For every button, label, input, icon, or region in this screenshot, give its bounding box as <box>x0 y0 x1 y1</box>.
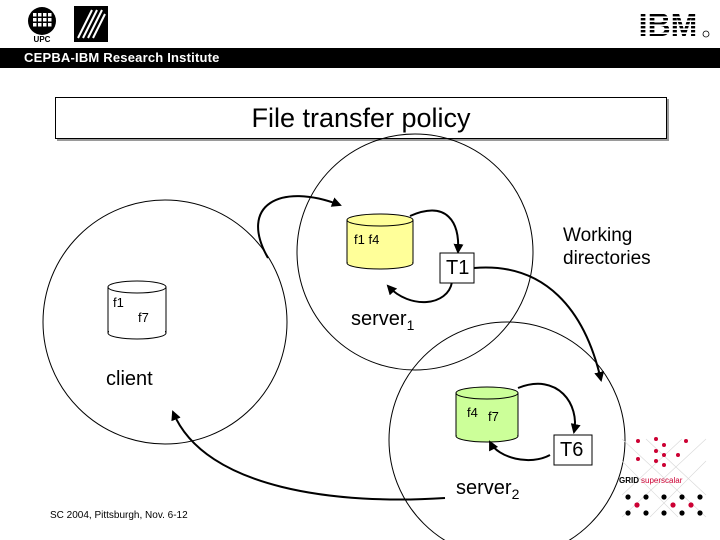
ibm-logo: IBM <box>639 7 710 43</box>
client-storage <box>107 280 167 340</box>
ibm-logo-text: IBM <box>639 7 698 43</box>
task-t6-label: T6 <box>560 439 584 461</box>
server2-file-f7: f7 <box>488 409 499 424</box>
server1-label-text: server <box>351 308 407 330</box>
server2-file-f4: f4 <box>467 405 478 420</box>
cepba-logo <box>74 6 108 42</box>
grid-logo-superscalar-text: superscalar <box>641 476 683 485</box>
server2-node <box>388 321 626 540</box>
server1-label: server1 <box>351 308 414 333</box>
title-box: File transfer policy <box>55 97 667 139</box>
task-t6-box <box>553 434 593 466</box>
arrow-t1-to-storage1 <box>386 281 453 303</box>
task-t1-label: T1 <box>446 257 470 279</box>
header-bar: CEPBA-IBM Research Institute <box>0 48 720 68</box>
arrow-server2-to-client <box>171 410 446 501</box>
arrow-client-to-server1 <box>257 195 342 259</box>
grid-superscalar-logo: GRID superscalar <box>619 437 707 518</box>
server2-label: server2 <box>456 477 519 502</box>
client-label: client <box>106 368 153 390</box>
footer-text: SC 2004, Pittsburgh, Nov. 6-12 <box>50 510 188 521</box>
server1-storage <box>346 213 414 270</box>
client-file-f1: f1 <box>113 295 124 310</box>
server2-subscript: 2 <box>511 486 520 502</box>
working-directories-label: Working directories <box>563 224 651 270</box>
task-t1-box <box>439 252 475 284</box>
slide-header: UPC IBM CEPBA-IBM Research Institute <box>0 0 720 68</box>
arrow-t6-to-storage2 <box>489 440 551 462</box>
server1-files: f1 f4 <box>354 232 380 247</box>
server1-subscript: 1 <box>406 317 415 333</box>
institute-name: CEPBA-IBM Research Institute <box>24 50 220 65</box>
arrow-storage2-to-t6 <box>517 382 581 434</box>
arrow-t1-to-server2 <box>473 266 605 382</box>
client-node <box>42 199 288 445</box>
server2-label-text: server <box>456 477 512 499</box>
arrow-storage1-to-t1 <box>409 209 464 254</box>
upc-logo-text: UPC <box>34 35 51 44</box>
working-directories-line1: Working <box>563 225 633 246</box>
client-file-f7: f7 <box>138 310 149 325</box>
grid-logo-grid-text: GRID <box>619 476 639 485</box>
slide-title: File transfer policy <box>251 103 471 133</box>
server1-node <box>296 133 534 371</box>
upc-logo: UPC <box>28 7 56 44</box>
working-directories-line2: directories <box>563 248 651 269</box>
server2-storage <box>455 386 519 443</box>
